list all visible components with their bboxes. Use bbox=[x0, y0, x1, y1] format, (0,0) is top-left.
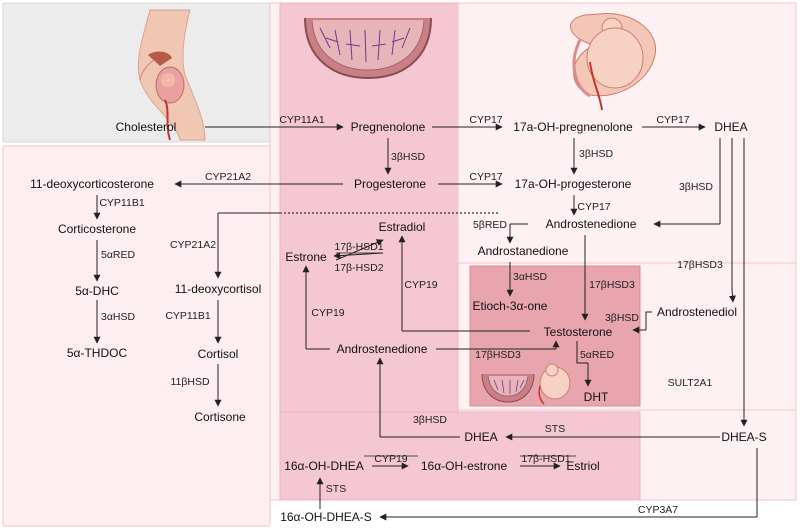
node-17a-oh-progesterone: 17a-OH-progesterone bbox=[515, 177, 632, 191]
compound-labels: Cholesterol Pregnenolone 17a-OH-pregneno… bbox=[30, 120, 767, 524]
node-androstenedione-fetal: Androstenedione bbox=[546, 217, 637, 231]
node-androstenediol: Androstenediol bbox=[657, 305, 737, 319]
node-17a-oh-pregnenolone: 17a-OH-pregnenolone bbox=[513, 120, 633, 134]
enzyme-cyp19-testosterone: CYP19 bbox=[404, 279, 437, 291]
node-testosterone: Testosterone bbox=[544, 325, 613, 339]
enzyme-3ahsd-etio: 3αHSD bbox=[513, 271, 547, 283]
enzyme-sts-16a: STS bbox=[326, 483, 346, 495]
enzyme-17bhsd3-testosterone: 17βHSD3 bbox=[589, 279, 635, 291]
enzyme-17b-hsd1-estriol: 17β-HSD1 bbox=[521, 453, 570, 465]
node-estriol: Estriol bbox=[566, 459, 599, 473]
enzyme-underlines bbox=[336, 252, 576, 457]
enzyme-17b-hsd1: 17β-HSD1 bbox=[334, 241, 383, 253]
enzyme-3bhsd-placenta: 3βHSD bbox=[413, 414, 447, 426]
enzyme-17bhsd3-placenta: 17βHSD3 bbox=[475, 349, 521, 361]
pathway-connectors bbox=[93, 123, 758, 521]
node-dht: DHT bbox=[584, 390, 609, 404]
node-5a-dhc: 5α-DHC bbox=[75, 284, 119, 298]
node-dhea-fetal: DHEA bbox=[714, 120, 747, 134]
node-16a-oh-dhea: 16α-OH-DHEA bbox=[284, 459, 364, 473]
node-androstenedione-placenta: Androstenedione bbox=[337, 342, 428, 356]
enzyme-cyp17-progesterone: CYP17 bbox=[469, 171, 502, 183]
node-etioch-3a-one: Etioch-3α-one bbox=[473, 299, 548, 313]
enzyme-cyp17-dhea: CYP17 bbox=[656, 114, 689, 126]
enzyme-3bhsd-androstenediol: 3βHSD bbox=[605, 312, 639, 324]
enzyme-cyp3a7: CYP3A7 bbox=[638, 504, 678, 516]
node-estradiol: Estradiol bbox=[379, 220, 426, 234]
enzyme-3bhsd-pregnenolone: 3βHSD bbox=[391, 151, 425, 163]
enzyme-17bhsd3-androstenediol: 17βHSD3 bbox=[677, 259, 723, 271]
node-11-deoxycortisol: 11-deoxycortisol bbox=[175, 282, 261, 296]
node-11-deoxycorticosterone: 11-deoxycorticosterone bbox=[30, 177, 154, 191]
enzyme-5ared-dht: 5αRED bbox=[580, 349, 614, 361]
enzyme-cyp21a2-corticosterone: CYP21A2 bbox=[205, 171, 251, 183]
enzyme-cyp19-androstenedione: CYP19 bbox=[311, 307, 344, 319]
enzyme-sts-dhea: STS bbox=[545, 423, 565, 435]
placenta-lower-box bbox=[279, 411, 641, 501]
node-pregnenolone: Pregnenolone bbox=[351, 120, 426, 134]
enzyme-5bred: 5βRED bbox=[473, 219, 507, 231]
enzyme-cyp11a1: CYP11A1 bbox=[279, 114, 324, 126]
node-dhea-placenta: DHEA bbox=[464, 430, 497, 444]
node-cholesterol: Cholesterol bbox=[116, 120, 177, 134]
small-placenta-fetus-icon bbox=[481, 363, 571, 405]
node-corticosterone: Corticosterone bbox=[58, 222, 136, 236]
node-cortisone: Cortisone bbox=[194, 410, 246, 424]
enzyme-cyp17-pregnenolone: CYP17 bbox=[469, 114, 502, 126]
node-progesterone: Progesterone bbox=[354, 177, 426, 191]
enzyme-3ahsd-thdoc: 3αHSD bbox=[101, 311, 135, 323]
node-5a-thdoc: 5α-THDOC bbox=[67, 346, 128, 360]
placenta-icon bbox=[304, 17, 432, 80]
enzyme-3bhsd-17oh: 3βHSD bbox=[579, 148, 613, 160]
node-estrone: Estrone bbox=[285, 250, 327, 264]
enzyme-3bhsd-dhea: 3βHSD bbox=[679, 181, 713, 193]
maternal-lower-box bbox=[2, 145, 271, 527]
fetus-in-uterus-icon bbox=[570, 13, 656, 111]
node-16a-oh-dhea-s: 16α-OH-DHEA-S bbox=[280, 510, 372, 524]
node-cortisol: Cortisol bbox=[198, 347, 239, 361]
enzyme-11bhsd: 11βHSD bbox=[170, 376, 210, 388]
enzyme-cyp21a2-cortisol: CYP21A2 bbox=[170, 239, 216, 251]
pregnant-torso-icon bbox=[137, 9, 206, 141]
enzyme-labels: CYP11A1 CYP17 CYP17 CYP17 CYP17 3βHSD 3β… bbox=[99, 114, 723, 516]
enzyme-sult2a1: SULT2A1 bbox=[668, 377, 713, 389]
maternal-top-box bbox=[2, 2, 271, 143]
node-androstanedione: Androstanedione bbox=[478, 244, 569, 258]
enzyme-cyp19-16a: CYP19 bbox=[374, 453, 407, 465]
enzyme-17b-hsd2: 17β-HSD2 bbox=[334, 262, 383, 274]
enzyme-5ared-dhc: 5αRED bbox=[101, 249, 135, 261]
enzyme-cyp17-androstenedione: CYP17 bbox=[577, 201, 610, 213]
enzyme-cyp11b1-cortisol: CYP11B1 bbox=[165, 310, 210, 322]
node-dhea-s: DHEA-S bbox=[721, 430, 766, 444]
node-16a-oh-estrone: 16α-OH-estrone bbox=[421, 459, 508, 473]
enzyme-cyp11b1-corticosterone: CYP11B1 bbox=[99, 197, 144, 209]
